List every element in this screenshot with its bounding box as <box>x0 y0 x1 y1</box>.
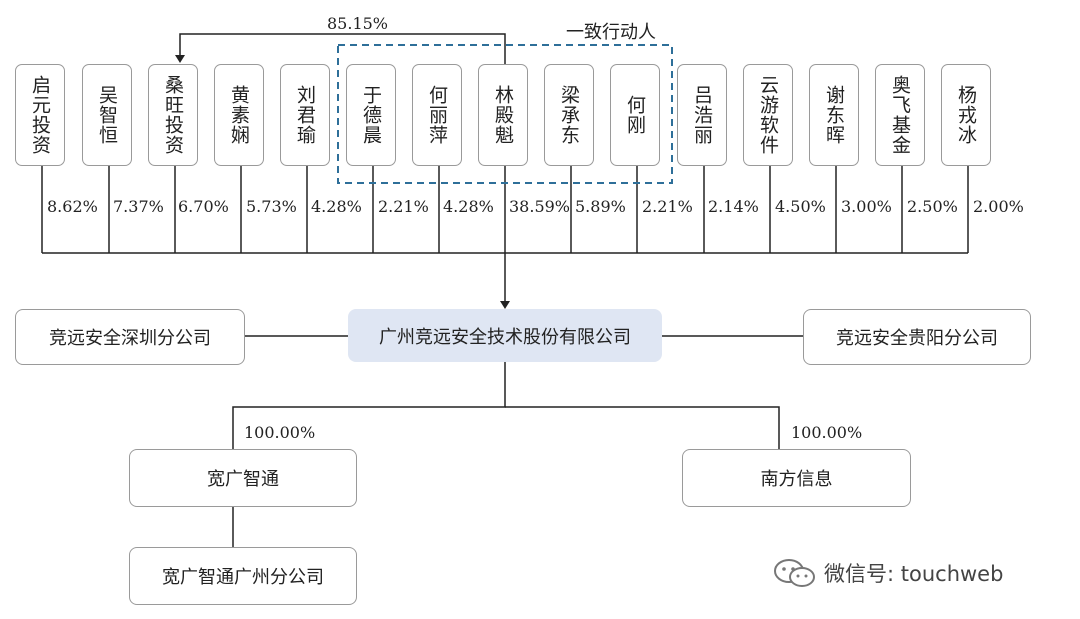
shareholder-pct: 8.62% <box>47 197 98 216</box>
shareholder-box: 奥飞基金 <box>875 64 925 166</box>
watermark-text: 微信号: touchweb <box>824 562 1004 586</box>
watermark: 微信号: touchweb <box>772 558 1003 588</box>
shareholder-box: 林殿魁 <box>478 64 528 166</box>
shareholder-box: 启元投资 <box>15 64 65 166</box>
shareholder-box: 梁承东 <box>544 64 594 166</box>
shareholder-pct: 2.21% <box>642 197 693 216</box>
sub-left-branch-box: 宽广智通广州分公司 <box>129 547 357 605</box>
shareholder-pct: 2.21% <box>378 197 429 216</box>
company-box: 广州竞远安全技术股份有限公司 <box>348 309 662 362</box>
concert-group-box <box>337 44 673 184</box>
concert-group-label: 一致行动人 <box>566 22 656 43</box>
arrow-to-company <box>500 301 510 309</box>
shareholder-pct: 6.70% <box>178 197 229 216</box>
shareholder-box: 何刚 <box>610 64 660 166</box>
sub-left-pct: 100.00% <box>244 423 316 442</box>
subsidiary-connector <box>232 362 506 449</box>
shareholder-pct: 2.14% <box>708 197 759 216</box>
arrow-to-sangwang <box>175 55 185 63</box>
shareholder-box: 吕浩丽 <box>677 64 727 166</box>
shareholder-pct: 2.00% <box>973 197 1024 216</box>
shareholder-box: 黄素娴 <box>214 64 264 166</box>
shareholder-drop-lines <box>41 166 969 253</box>
shareholder-box: 谢东晖 <box>809 64 859 166</box>
shareholder-box: 于德晨 <box>346 64 396 166</box>
shareholder-box: 刘君瑜 <box>280 64 330 166</box>
shareholder-pct: 2.50% <box>907 197 958 216</box>
branch-left-box: 竞远安全深圳分公司 <box>15 309 245 365</box>
shareholder-pct: 4.50% <box>775 197 826 216</box>
subsidiary-connector-right <box>505 406 780 449</box>
shareholder-pct: 4.28% <box>311 197 362 216</box>
concert-control-line <box>179 33 506 64</box>
shareholder-pct: 38.59% <box>509 197 571 216</box>
sub-right-pct: 100.00% <box>791 423 863 442</box>
shareholder-pct: 3.00% <box>841 197 892 216</box>
shareholder-pct: 4.28% <box>443 197 494 216</box>
shareholder-pct: 5.73% <box>246 197 297 216</box>
branch-right-box: 竞远安全贵阳分公司 <box>803 309 1031 365</box>
shareholder-box: 杨戎冰 <box>941 64 991 166</box>
wechat-icon <box>774 559 815 587</box>
shareholder-box: 何丽萍 <box>412 64 462 166</box>
sub-left-box: 宽广智通 <box>129 449 357 507</box>
shareholder-box: 吴智恒 <box>82 64 132 166</box>
concert-control-pct: 85.15% <box>327 14 389 33</box>
shareholder-pct: 5.89% <box>575 197 626 216</box>
shareholder-pct: 7.37% <box>113 197 164 216</box>
shareholder-box: 桑旺投资 <box>148 64 198 166</box>
sub-right-box: 南方信息 <box>682 449 911 507</box>
shareholder-box: 云游软件 <box>743 64 793 166</box>
